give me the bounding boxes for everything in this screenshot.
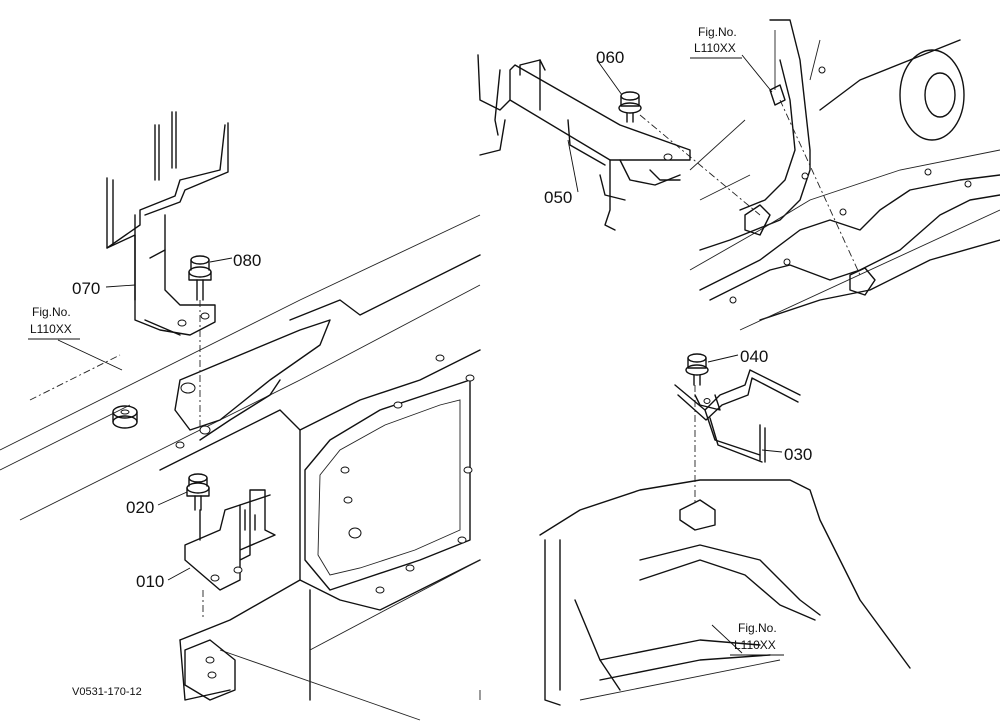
part-labels: 080 070 020 010 060 050 040 030 [72, 48, 812, 591]
label-050: 050 [544, 188, 572, 207]
fig-ref-left: Fig.No. L110XX [28, 305, 80, 340]
wire-clamp-050 [477, 54, 691, 231]
label-030: 030 [784, 445, 812, 464]
fig-ref-code: L110XX [694, 41, 736, 55]
bolt-040 [685, 353, 709, 386]
fig-ref-code: L110XX [30, 322, 72, 336]
bolt-080 [188, 255, 212, 430]
fig-ref-title: Fig.No. [698, 25, 737, 39]
left-frame [0, 214, 481, 721]
label-010: 010 [136, 572, 164, 591]
fig-ref-bottom-right: Fig.No. L110XX [730, 621, 784, 656]
right-bottom-tank [539, 385, 911, 706]
fig-ref-code: L110XX [734, 638, 776, 652]
bolt-060 [618, 91, 642, 123]
drawing-code: V0531-170-12 [72, 686, 142, 698]
fig-ref-title: Fig.No. [32, 305, 71, 319]
leader-lines [57, 54, 783, 654]
right-top-frame [639, 19, 1000, 331]
bracket-030 [674, 369, 801, 463]
label-040: 040 [740, 347, 768, 366]
label-020: 020 [126, 498, 154, 517]
label-060: 060 [596, 48, 624, 67]
label-070: 070 [72, 279, 100, 298]
bracket-010 [184, 473, 276, 620]
fig-ref-title: Fig.No. [738, 621, 777, 635]
wire-clamp-070 [106, 111, 229, 336]
fig-ref-top-right: Fig.No. L110XX [690, 25, 742, 59]
label-080: 080 [233, 251, 261, 270]
